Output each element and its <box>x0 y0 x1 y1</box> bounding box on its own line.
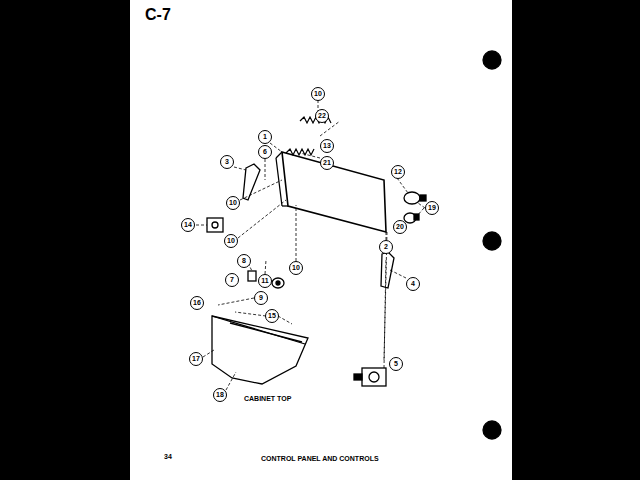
callout-number: 15 <box>265 309 279 323</box>
callout-number: 22 <box>315 109 329 123</box>
callout-number: 1 <box>258 130 272 144</box>
page-number: 34 <box>163 453 173 460</box>
callout-number: 19 <box>425 201 439 215</box>
callout-number: 21 <box>320 156 334 170</box>
callout-number: 10 <box>311 87 325 101</box>
callout-number: 9 <box>254 291 268 305</box>
callout-number: 10 <box>289 261 303 275</box>
callout-number: 6 <box>258 145 272 159</box>
callout-number: 11 <box>258 274 272 288</box>
callout-number: 5 <box>389 357 403 371</box>
callout-number: 2 <box>379 240 393 254</box>
callout-number: 4 <box>406 277 420 291</box>
callout-number: 17 <box>189 352 203 366</box>
part-name: CABINET TOP <box>243 395 292 402</box>
callout-number: 3 <box>220 155 234 169</box>
callout-number: 13 <box>320 139 334 153</box>
page-sheet <box>130 0 512 480</box>
callout-number: 14 <box>181 218 195 232</box>
callout-number: 7 <box>225 273 239 287</box>
figure-caption: CONTROL PANEL AND CONTROLS <box>261 455 379 462</box>
sheet-title: C-7 <box>145 6 171 24</box>
callout-number: 10 <box>226 196 240 210</box>
callout-number: 10 <box>224 234 238 248</box>
callout-number: 12 <box>391 165 405 179</box>
callout-number: 18 <box>213 388 227 402</box>
callout-number: 20 <box>393 220 407 234</box>
callout-number: 16 <box>190 296 204 310</box>
callout-number: 8 <box>237 254 251 268</box>
